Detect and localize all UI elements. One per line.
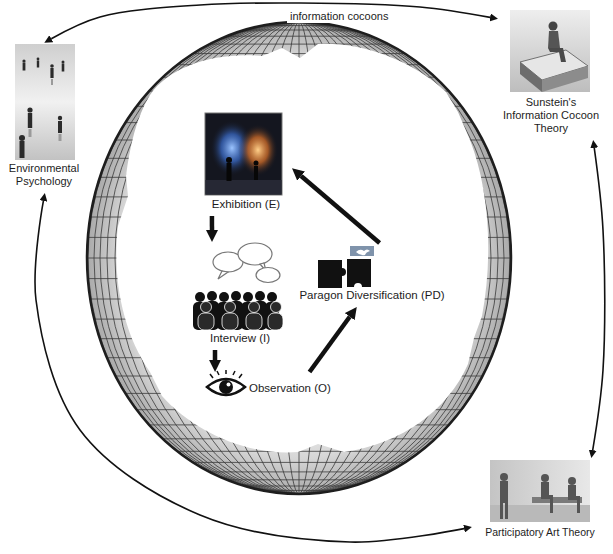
method-arrow: [213, 350, 218, 360]
participatory-photo: [490, 460, 590, 522]
method-node: Paragon Diversification (PD): [296, 243, 448, 307]
puzzle-icon: [318, 246, 374, 288]
node-label: Paragon Diversification (PD): [296, 289, 448, 303]
theory-node: Participatory Art Theory: [472, 458, 608, 543]
environmental-photo: [15, 44, 75, 160]
relation-arrow: [35, 201, 464, 542]
method-node: Interview (I): [190, 242, 290, 350]
interview-icon: [193, 243, 283, 330]
method-arrow: [210, 216, 215, 230]
method-node: Observation (O): [203, 372, 345, 400]
method-arrow: [310, 317, 350, 372]
node-label: Interview (I): [190, 332, 290, 346]
sunstein-photo: [510, 10, 590, 92]
theory-node: Environmental Psychology: [2, 42, 86, 193]
method-arrow: [301, 176, 379, 243]
relation-arrow: [593, 148, 605, 450]
node-label: Environmental Psychology: [2, 162, 86, 188]
wireframe-globe: [87, 22, 511, 494]
exhibition-photo: [205, 113, 282, 195]
node-label: Participatory Art Theory: [472, 526, 608, 539]
method-node: Exhibition (E): [200, 110, 292, 216]
node-label: information cocoons: [287, 10, 391, 23]
relation-arrow: [51, 3, 490, 39]
node-label: Sunstein's Information Cocoon Theory: [498, 96, 604, 136]
node-label: Observation (O): [249, 382, 345, 396]
theory-node: Sunstein's Information Cocoon Theory: [498, 8, 604, 140]
cocoon-sphere: information cocoonsExhibition (E) Intervi…: [87, 6, 511, 494]
node-label: Exhibition (E): [200, 198, 292, 212]
eye-icon: [207, 370, 245, 395]
